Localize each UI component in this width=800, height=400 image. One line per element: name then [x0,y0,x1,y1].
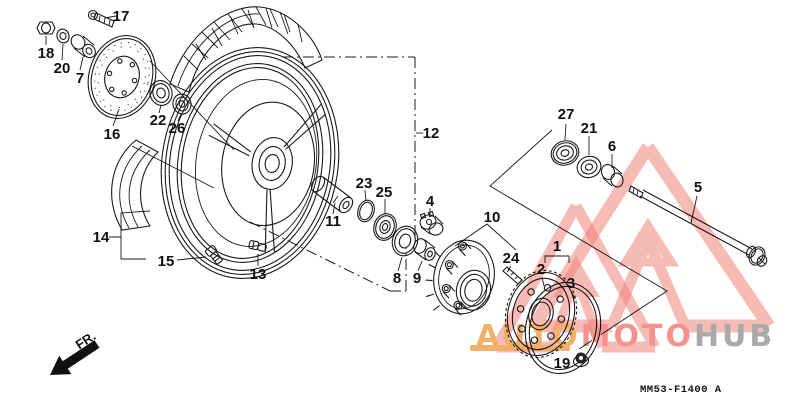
collar-6 [600,164,624,188]
brand-wordmark-hub: HUB [694,319,775,354]
callout-8: 8 [393,270,401,287]
rear-wheel [160,47,340,279]
rim-weight-13 [248,240,267,252]
callout-16: 16 [104,126,121,143]
tire-tread-hatch [183,6,303,71]
callout-20: 20 [54,60,71,77]
o-ring-23 [357,199,375,223]
washer-20 [56,28,70,44]
diagram-code: MM53-F1400 A [640,384,722,396]
bearing-27 [550,140,580,166]
callout-19: 19 [554,355,571,372]
callout-22: 22 [150,112,167,129]
bearing-22 [149,80,173,106]
wheel-studs [441,241,472,316]
seal-26 [172,93,192,115]
callout-12: 12 [423,125,440,142]
callout-9: 9 [413,270,421,287]
callout-15: 15 [158,253,175,270]
brand-underline [470,345,570,351]
nut-19 [572,352,590,368]
tire-upper-segment [169,6,323,93]
callout-10: 10 [484,209,501,226]
bearing-25 [373,213,397,241]
front-direction-indicator: FR. [50,328,100,375]
brake-disc [87,35,157,119]
dowel-pin-24 [502,266,523,285]
callout-7: 7 [76,70,84,87]
callout-21: 21 [581,120,598,137]
callout-26: 26 [169,120,186,137]
callout-1: 1 [553,238,561,255]
bolt-17 [87,9,115,28]
callout-5: 5 [694,179,702,196]
valve-stem-15 [204,245,223,265]
bearing-21 [576,155,602,179]
callout-18: 18 [38,45,55,62]
brand-wordmark-moto: MOTO [581,319,694,354]
tire-lower-segment [111,139,159,231]
callout-27: 27 [558,106,575,123]
callout-24: 24 [503,250,520,267]
callout-11: 11 [325,213,341,230]
front-arrow-icon [50,340,100,375]
callout-13: 13 [250,266,267,283]
callouts: 17 18 20 7 16 22 26 14 15 13 11 23 25 4 … [38,8,703,372]
watermark: AUTOMOTOHUB [470,143,775,354]
collar-7 [70,34,96,59]
callout-23: 23 [356,175,373,192]
callout-4: 4 [426,193,435,210]
callout-17: 17 [113,8,130,25]
nut-18 [36,21,56,35]
side-collar-9 [413,238,436,261]
spacer-11 [310,175,354,214]
hub-flange-10 [425,239,495,316]
brand-wordmark-auto: AUTO [476,319,581,354]
callout-6: 6 [608,138,616,155]
callout-3: 3 [567,275,575,292]
retainer-4 [419,210,444,236]
callout-25: 25 [376,184,393,201]
callout-14: 14 [93,229,110,246]
callout-2: 2 [537,261,545,278]
brand-wordmark: AUTOMOTOHUB [476,319,775,354]
